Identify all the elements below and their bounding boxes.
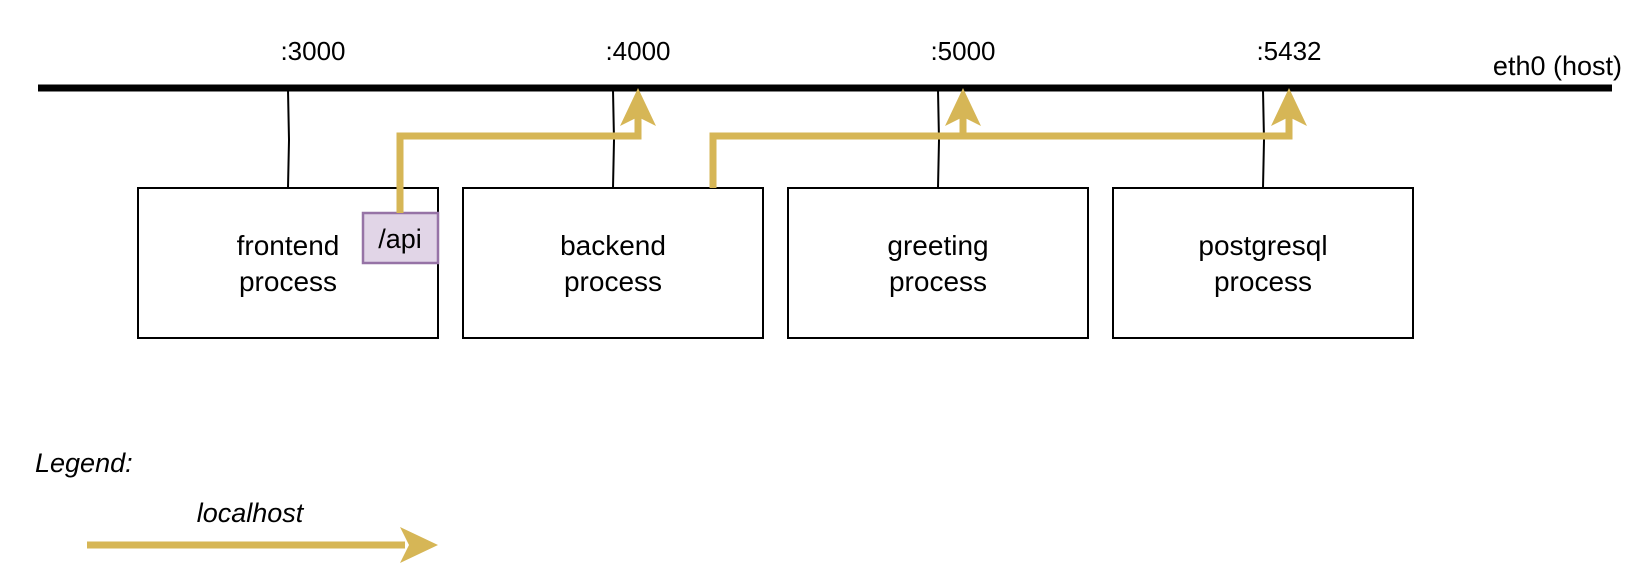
localhost-arrow-backend-to-greeting-port bbox=[709, 112, 967, 188]
legend-localhost-label: localhost bbox=[197, 498, 305, 528]
port-connector-postgresql bbox=[1262, 89, 1266, 189]
process-box-backend: backend process bbox=[462, 187, 764, 339]
network-label: eth0 (host) bbox=[1493, 51, 1622, 81]
process-box-postgresql: postgresql process bbox=[1112, 187, 1414, 339]
port-label-5000: :5000 bbox=[930, 36, 995, 66]
localhost-arrow-api-to-backend-port bbox=[396, 112, 642, 213]
arrowhead-icon bbox=[1271, 88, 1307, 126]
process-name: postgresql bbox=[1198, 230, 1327, 261]
process-suffix: process bbox=[1214, 266, 1312, 297]
port-connector-backend bbox=[612, 89, 616, 189]
api-badge-label: /api bbox=[378, 224, 422, 254]
process-suffix: process bbox=[564, 266, 662, 297]
port-label-4000: :4000 bbox=[605, 36, 670, 66]
api-badge: /api bbox=[361, 211, 440, 265]
port-label-5432: :5432 bbox=[1256, 36, 1321, 66]
legend-title: Legend: bbox=[35, 448, 133, 478]
process-box-greeting: greeting process bbox=[787, 187, 1089, 339]
localhost-arrow-backend-to-postgresql-port bbox=[963, 112, 1293, 140]
arrowhead-icon bbox=[620, 88, 656, 126]
port-connector-greeting bbox=[937, 89, 941, 189]
port-label-3000: :3000 bbox=[280, 36, 345, 66]
process-suffix: process bbox=[889, 266, 987, 297]
process-name: frontend bbox=[237, 230, 340, 261]
port-connector-frontend bbox=[287, 89, 291, 189]
arrowhead-icon bbox=[400, 527, 438, 563]
localhost-arrowheads bbox=[620, 88, 1307, 126]
arrowhead-icon bbox=[945, 88, 981, 126]
process-name: backend bbox=[560, 230, 666, 261]
localhost-arrows bbox=[396, 112, 1293, 213]
process-suffix: process bbox=[239, 266, 337, 297]
process-name: greeting bbox=[887, 230, 988, 261]
